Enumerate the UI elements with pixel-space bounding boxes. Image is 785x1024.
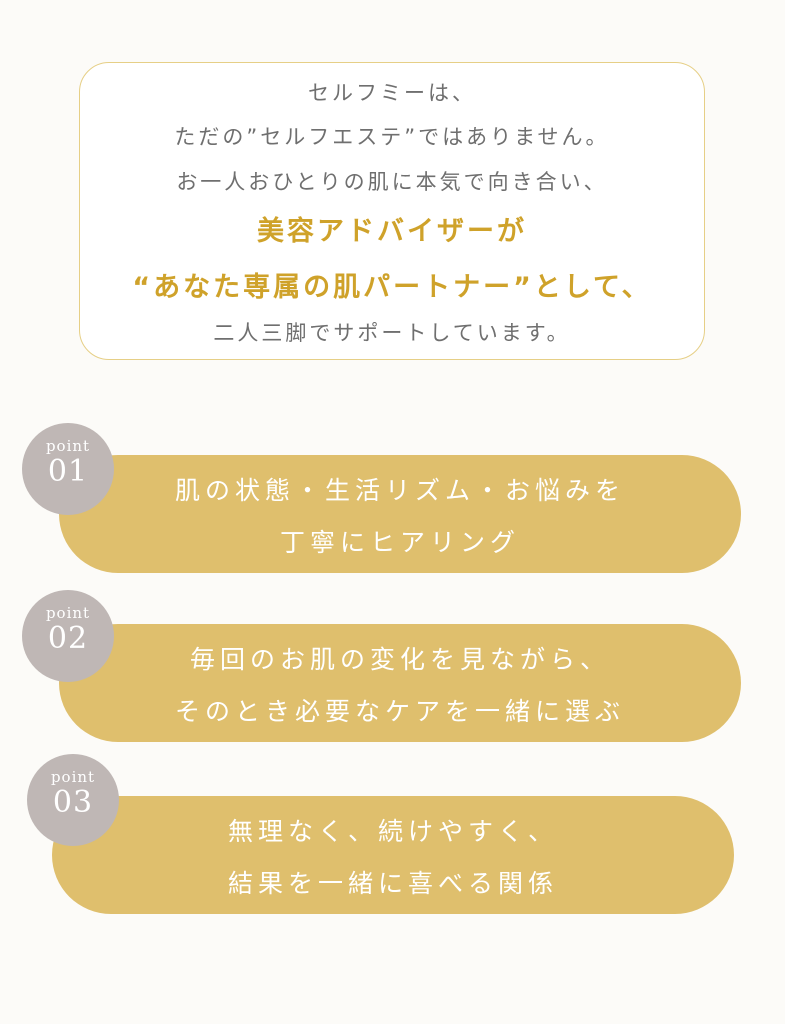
point-badge-label: point — [45, 437, 91, 455]
point-01-pill: 肌の状態・生活リズム・お悩みを 丁寧にヒアリング — [59, 455, 741, 573]
point-01-line-1: 肌の状態・生活リズム・お悩みを — [174, 476, 625, 505]
point-03-line-2: 結果を一緒に喜べる関係 — [227, 869, 558, 898]
point-02-line-1: 毎回のお肌の変化を見ながら、 — [189, 645, 610, 674]
point-02-badge: point 02 — [22, 590, 114, 682]
point-badge-label: point — [45, 604, 91, 622]
point-01-badge: point 01 — [22, 423, 114, 515]
intro-line-3: お一人おひとりの肌に本気で向き合い、 — [176, 170, 608, 194]
point-badge-number: 02 — [47, 621, 89, 656]
intro-line-1: セルフミーは、 — [308, 81, 476, 105]
point-03-badge: point 03 — [27, 754, 119, 846]
intro-message-box: セルフミーは、 ただの”セルフエステ”ではありません。 お一人おひとりの肌に本気… — [79, 62, 705, 360]
point-02-line-2: そのとき必要なケアを一緒に選ぶ — [174, 697, 625, 726]
intro-highlight-line-2: “あなた専属の肌パートナー”として、 — [132, 272, 652, 303]
point-badge-number: 03 — [52, 785, 94, 820]
intro-line-2: ただの”セルフエステ”ではありません。 — [174, 125, 610, 149]
point-02-pill: 毎回のお肌の変化を見ながら、 そのとき必要なケアを一緒に選ぶ — [59, 624, 741, 742]
point-badge-label: point — [50, 768, 96, 786]
point-01-line-2: 丁寧にヒアリング — [279, 528, 520, 557]
point-03-pill: 無理なく、続けやすく、 結果を一緒に喜べる関係 — [52, 796, 734, 914]
intro-highlight-line-1: 美容アドバイザーが — [257, 216, 527, 247]
point-badge-number: 01 — [47, 454, 89, 489]
point-03-line-1: 無理なく、続けやすく、 — [227, 817, 558, 846]
intro-line-6: 二人三脚でサポートしています。 — [213, 321, 571, 345]
